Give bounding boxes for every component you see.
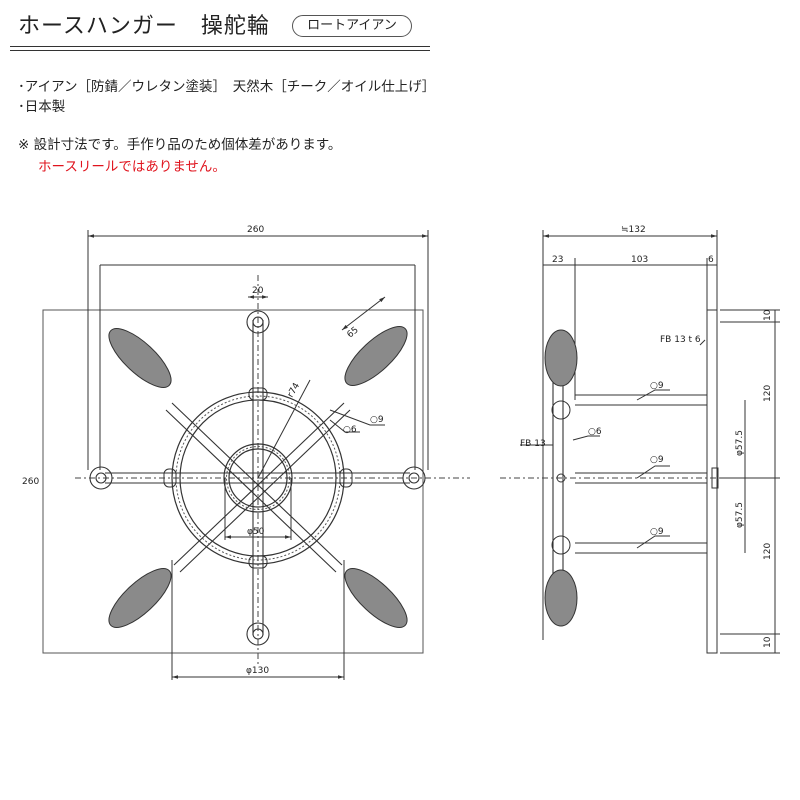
side-view [500,230,780,654]
spec-origin: ･日本製 [18,99,66,115]
dim-height: 260 [22,477,39,487]
dim-v-top: 10 [763,309,773,321]
label-fb-plate: FB 13 t 6 [660,335,701,345]
side-handles [544,329,578,627]
hub-ring-inner [228,448,288,508]
label-rod-bot: ○9 [650,527,664,537]
dim-v-bottom: 10 [763,636,773,648]
note-warning: ホースリールではありません。 [38,159,226,175]
front-view [42,230,470,680]
dim-handle-length: 65 [346,325,361,340]
spokes [105,320,410,635]
label-rod-top: ○9 [650,381,664,391]
dim-pitch-lower: φ57.5 [735,502,745,528]
material-badge: ロートアイアン [292,15,412,37]
dim-pitch-upper: φ57.5 [735,430,745,456]
note-dimensions: ※ 設計寸法です。手作り品のため個体差があります。 [18,137,342,153]
dim-seg-c: 6 [708,255,714,265]
wall-plate [706,309,718,654]
dim-seg-b: 103 [631,255,648,265]
label-fb-wheel: FB 13 [520,439,546,449]
dim-ring-dia: φ130 [246,666,269,676]
handles [108,326,408,628]
outer-ring [171,391,345,565]
dim-depth: ≒132 [621,225,646,235]
title-underline [10,46,430,47]
dim-bar-dia-6: ○6 [343,425,357,435]
dim-top-bar: 20 [252,286,264,296]
dim-bar-dia-9: ○9 [370,415,384,425]
page-title: ホースハンガー 操舵輪 [18,14,270,39]
dim-width: 260 [247,225,264,235]
dim-v-lower: 120 [763,543,773,560]
label-rod-small: ○6 [588,427,602,437]
hub-ring [223,443,293,513]
dim-hub-dia: φ50 [247,527,265,537]
dim-seg-a: 23 [552,255,563,265]
spec-material: ･アイアン［防錆／ウレタン塗装］ 天然木［チーク／オイル仕上げ］ [18,79,436,95]
dim-radius: r74 [286,381,302,399]
title-underline-second [10,50,430,51]
eyelets [89,310,426,646]
label-rod-mid: ○9 [650,455,664,465]
spoke-collars [163,387,353,569]
dim-v-upper: 120 [763,385,773,402]
